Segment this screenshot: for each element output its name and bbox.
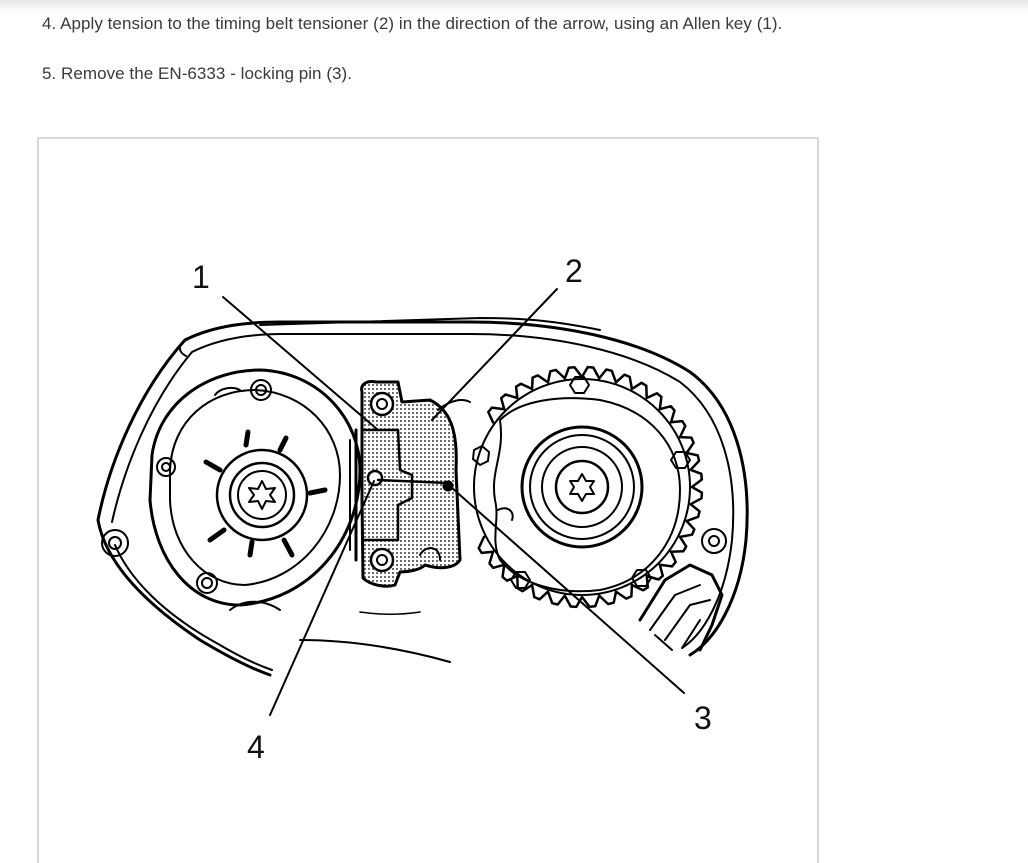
callout-label-4: 4 — [247, 729, 265, 765]
callout-leader-lines — [222, 288, 685, 716]
left-pulley — [148, 368, 362, 611]
belt-tensioner — [349, 380, 471, 588]
timing-belt-cover — [96, 317, 749, 677]
top-shadow — [0, 0, 1028, 12]
callout-label-1: 1 — [192, 259, 210, 295]
callout-label-3: 3 — [694, 700, 712, 736]
instruction-step-4: 4. Apply tension to the timing belt tens… — [42, 14, 783, 33]
callout-label-2: 2 — [565, 253, 583, 289]
camshaft-sprocket — [472, 365, 704, 609]
instruction-step-5: 5. Remove the EN-6333 - locking pin (3). — [42, 64, 353, 83]
figure-frame: 1 2 3 4 — [37, 137, 819, 863]
locking-tool — [638, 563, 724, 652]
